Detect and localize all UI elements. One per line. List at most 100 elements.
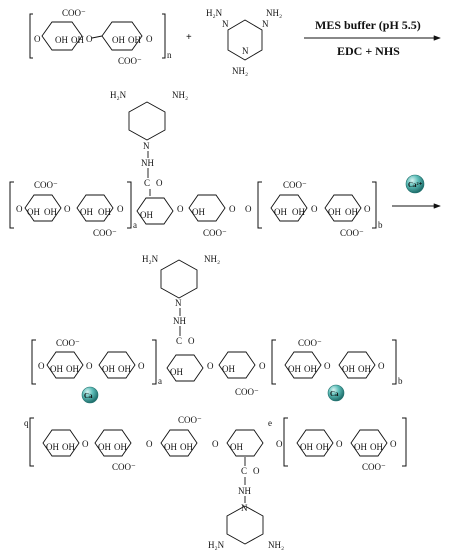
hydroxyl-label: OH	[112, 35, 125, 45]
carboxylate-label: COO⁻	[235, 387, 259, 397]
carboxylate-label: COO⁻	[203, 228, 227, 238]
calcium-label: Ca	[84, 392, 93, 400]
nitrogen-label: N	[262, 19, 269, 29]
oxygen-label: O	[138, 361, 145, 371]
carboxylate-label: COO⁻	[56, 338, 80, 348]
hydroxyl-label: OH	[80, 207, 93, 217]
oxygen-label: O	[16, 204, 23, 214]
amine-label: H₂N	[110, 90, 127, 100]
carboxylate-label: COO⁻	[178, 415, 202, 425]
oxygen-label: O	[146, 34, 153, 44]
hydroxyl-label: OH	[71, 35, 84, 45]
calcium-ion-sphere-icon	[81, 386, 99, 404]
carboxylate-label: COO⁻	[34, 180, 58, 190]
oxygen-label: O	[324, 361, 331, 371]
alginate-melamine-conjugate: H₂N NH₂ N NH C O a b COO⁻ COO⁻ COO⁻ COO⁻…	[9, 90, 383, 238]
nitrogen-label: N	[143, 141, 150, 151]
hydroxyl-label: OH	[192, 207, 205, 217]
oxygen-label: O	[311, 204, 318, 214]
hydroxyl-label: OH	[55, 35, 68, 45]
hydroxyl-label: OH	[118, 364, 131, 374]
hydroxyl-label: OH	[44, 207, 57, 217]
hydroxyl-label: OH	[328, 207, 341, 217]
oxygen-label: O	[207, 361, 214, 371]
reaction-arrow-1: MES buffer (pH 5.5) EDC + NHS	[304, 18, 441, 58]
amine-label: NH₂	[268, 540, 284, 550]
amine-label: H₂N	[142, 254, 159, 264]
repeat-subscript-n: n	[167, 50, 172, 60]
hydroxyl-label: OH	[300, 442, 313, 452]
hydroxyl-label: OH	[230, 442, 243, 452]
repeat-subscript-e: e	[268, 418, 272, 428]
amine-label: NH₂	[232, 66, 248, 76]
carboxylate-label: COO⁻	[362, 462, 386, 472]
carboxylate-label: COO⁻	[62, 8, 86, 18]
calcium-label: Ca	[330, 390, 339, 398]
amine-label: NH₂	[204, 254, 220, 264]
amine-label: NH₂	[266, 8, 282, 18]
carbonyl-c-label: C	[144, 178, 150, 188]
nitrogen-label: N	[222, 19, 229, 29]
amide-nh-label: NH	[238, 486, 251, 496]
nitrogen-label: N	[175, 298, 182, 308]
oxygen-label: O	[117, 204, 124, 214]
hydroxyl-label: OH	[316, 442, 329, 452]
hydroxyl-label: OH	[288, 364, 301, 374]
hydroxyl-label: OH	[342, 364, 355, 374]
repeat-subscript-q: q	[24, 418, 29, 428]
oxygen-label: O	[276, 439, 283, 449]
carboxylate-label: COO⁻	[340, 228, 364, 238]
nitrogen-label: N	[241, 503, 248, 513]
repeat-subscript-b: b	[398, 376, 403, 386]
carbonyl-c-label: C	[241, 466, 247, 476]
oxygen-label: O	[245, 204, 252, 214]
carboxylate-label: COO⁻	[93, 228, 117, 238]
oxygen-label: O	[64, 204, 71, 214]
calcium-ion-sphere-icon	[405, 174, 425, 194]
amide-nh-label: NH	[173, 316, 186, 326]
oxygen-label: O	[177, 204, 184, 214]
hydroxyl-label: OH	[164, 442, 177, 452]
carbonyl-o-label: O	[156, 178, 163, 188]
hydroxyl-label: OH	[66, 364, 79, 374]
calcium-ion-sphere-icon	[327, 384, 345, 402]
amine-label: H₂N	[208, 540, 225, 550]
hydroxyl-label: OH	[354, 442, 367, 452]
condition-buffer-label: MES buffer (pH 5.5)	[315, 18, 421, 32]
oxygen-label: O	[259, 361, 266, 371]
oxygen-label: O	[378, 361, 385, 371]
hydroxyl-label: OH	[98, 442, 111, 452]
carboxylate-label: COO⁻	[112, 462, 136, 472]
oxygen-label: O	[82, 439, 89, 449]
hydroxyl-label: OH	[128, 35, 141, 45]
reaction-arrow-2: Ca²⁺	[392, 174, 441, 209]
repeat-subscript-a: a	[158, 376, 162, 386]
carboxylate-label: COO⁻	[298, 338, 322, 348]
hydroxyl-label: OH	[274, 207, 287, 217]
carbonyl-c-label: C	[176, 336, 182, 346]
nitrogen-label: N	[242, 46, 249, 56]
hydroxyl-label: OH	[98, 207, 111, 217]
oxygen-label: O	[146, 439, 153, 449]
hydroxyl-label: OH	[27, 207, 40, 217]
hydroxyl-label: OH	[170, 367, 183, 377]
oxygen-label: O	[86, 34, 93, 44]
condition-coupling-label: EDC + NHS	[337, 44, 400, 58]
carboxylate-label: COO⁻	[283, 180, 307, 190]
hydroxyl-label: OH	[62, 442, 75, 452]
plus-sign: +	[186, 32, 192, 43]
hydroxyl-label: OH	[345, 207, 358, 217]
hydroxyl-label: OH	[358, 364, 371, 374]
calcium-ion-label: Ca²⁺	[408, 181, 423, 189]
alginate-reactant: n COO⁻ OH OH O O OH OH COO⁻ O	[29, 8, 172, 66]
hydroxyl-label: OH	[140, 210, 153, 220]
oxygen-label: O	[229, 204, 236, 214]
oxygen-label: O	[336, 439, 343, 449]
oxygen-label: O	[212, 439, 219, 449]
melamine-reactant: H₂N NH₂ NH₂ N N N	[206, 8, 282, 76]
hydroxyl-label: OH	[292, 207, 305, 217]
hydroxyl-label: OH	[102, 364, 115, 374]
amine-label: H₂N	[206, 8, 223, 18]
repeat-subscript-a: a	[133, 220, 137, 230]
